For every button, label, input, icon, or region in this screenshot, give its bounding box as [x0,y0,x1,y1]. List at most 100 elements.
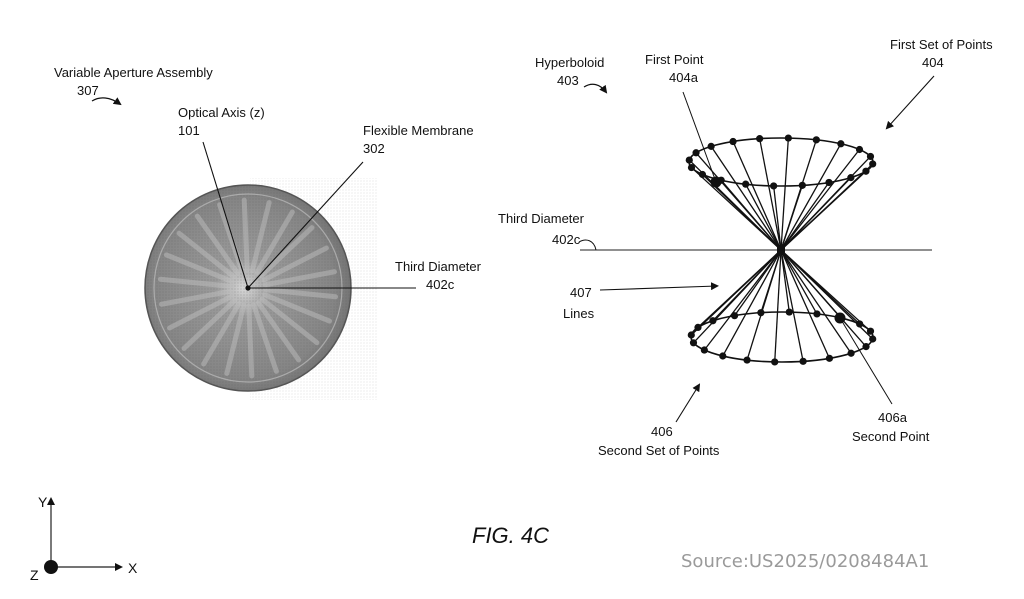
second-set-point [719,352,727,360]
membrane-fold [194,213,241,276]
first-set-label: First Set of Points [890,37,993,52]
membrane-fold [262,292,333,324]
second-set-point [757,309,765,317]
line-407 [732,141,782,251]
lines-arrow [599,282,719,291]
first-set-point [707,142,715,150]
second-set-arrow [675,383,701,423]
membrane-fold [181,297,238,351]
membrane-fold [163,252,234,284]
second-ring [690,311,874,363]
hyperboloid-waist [777,246,785,254]
second-set-point [799,357,807,365]
second-point-label: Second Point [852,429,930,444]
lines-label: Lines [563,306,595,321]
line-407 [780,249,818,315]
membrane-folds [157,197,339,379]
first-point-leader [682,91,717,183]
line-407 [712,249,782,322]
line-407 [745,183,782,251]
left-diameter-label: Third Diameter [395,259,481,274]
line-407 [780,170,867,251]
second-set-point [709,317,717,325]
first-set-point [698,170,707,179]
second-point-ref: 406a [878,410,907,425]
first-set-point [687,163,696,172]
line-407 [697,249,782,328]
membrane-label: Flexible Membrane [363,123,474,138]
membrane-fold [254,209,295,275]
second-point-leader [839,317,893,405]
optical-axis-ref: 101 [178,123,200,138]
membrane-ref: 302 [363,141,385,156]
first-set-point [770,182,778,190]
first-set-point [692,149,700,157]
line-407 [780,249,804,362]
third-diameter-hook [578,239,597,251]
second-set-point [847,349,855,357]
second-set-point [771,358,779,366]
second-set-point [689,339,698,347]
line-407 [780,155,871,251]
membrane-fold [201,301,242,367]
first-set-point [847,174,855,182]
line-407 [759,138,782,251]
membrane-fold [249,200,272,274]
second-set-point [700,346,708,354]
line-407 [780,143,842,251]
membrane-fold [224,302,247,376]
optical-axis-leader [202,141,249,289]
first-point-ref: 404a [669,70,698,85]
second-set-point [856,320,864,328]
membrane-fold [263,269,337,288]
second-set-point [694,323,702,331]
membrane-fold [251,302,279,374]
membrane-fold [217,202,245,274]
optical-axis-label: Optical Axis (z) [178,105,265,120]
first-set-point [869,160,877,168]
first-set-point [685,156,693,164]
line-407 [695,152,782,251]
first-set-point [837,140,845,148]
first-set-arrow [885,75,935,130]
right-diameter-label: Third Diameter [498,211,584,226]
line-407 [722,249,782,357]
membrane-fold [176,230,237,280]
second-set-ref: 406 [651,424,673,439]
hyperboloid [685,134,877,366]
first-set-point [866,152,875,161]
line-407 [780,138,790,251]
membrane-fold [258,225,315,279]
second-set-point [825,354,834,362]
lines-ref: 407 [570,285,592,300]
right-diameter-ref: 402c [552,232,581,247]
source-citation: Source:US2025/0208484A1 [681,551,930,572]
second-set-point [862,343,870,351]
hyperboloid-label: Hyperboloid [535,55,605,70]
y-axis-label: Y [38,494,48,510]
line-407 [780,249,871,332]
first-set-point [825,178,833,187]
line-407 [780,249,842,319]
membrane-fold [159,288,233,307]
membrane-fold [263,287,339,300]
figure-label: FIG. 4C [472,523,550,548]
line-407 [734,249,782,317]
line-407 [780,149,861,251]
line-407 [760,249,782,313]
first-set-point [756,135,764,143]
optical-axis-point [245,285,251,291]
membrane-leader [247,161,364,289]
flexible-membrane-disc [144,178,378,400]
membrane-fold [255,300,302,363]
x-axis-label: X [128,560,138,576]
assembly-ref: 307 [77,83,99,98]
line-407 [780,249,852,354]
second-set-label: Second Set of Points [598,443,720,458]
first-set-point [855,145,864,154]
left-diameter-ref: 402c [426,277,455,292]
assembly-label: Variable Aperture Assembly [54,65,213,80]
membrane-fold [157,276,233,289]
first-set-point [798,181,806,189]
